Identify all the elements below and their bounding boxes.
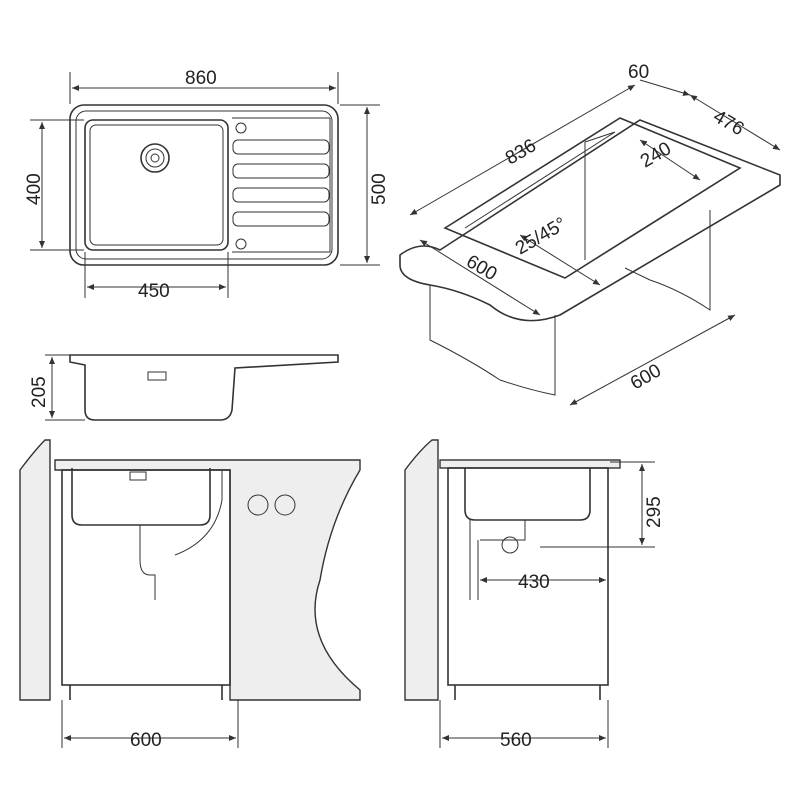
dim-600-depth: 600 xyxy=(627,360,665,394)
top-view: 860 400 500 450 xyxy=(24,68,390,302)
isometric-view: 836 60 476 240 25/45° 600 600 xyxy=(399,62,781,406)
dim-angle: 25/45° xyxy=(512,214,570,260)
side-view: 205 xyxy=(29,354,339,421)
dim-500: 500 xyxy=(369,173,390,205)
dim-560: 560 xyxy=(500,730,532,751)
overflow-hole xyxy=(235,238,247,250)
drain-icon xyxy=(140,143,170,173)
dim-600-cutout: 600 xyxy=(463,251,501,285)
dim-860: 860 xyxy=(185,68,217,89)
front-installation-view: 600 xyxy=(19,439,361,751)
dim-240: 240 xyxy=(637,138,675,172)
tap-hole xyxy=(235,122,247,134)
dim-60: 60 xyxy=(628,62,649,83)
dim-600-front: 600 xyxy=(130,730,162,751)
dim-400: 400 xyxy=(24,173,45,205)
dim-836: 836 xyxy=(502,135,540,169)
dim-476: 476 xyxy=(710,106,748,140)
dim-450: 450 xyxy=(138,281,170,302)
dim-205: 205 xyxy=(29,376,50,408)
dim-295: 295 xyxy=(644,496,665,528)
side-installation-view: 295 430 560 xyxy=(404,439,665,751)
dim-430: 430 xyxy=(518,572,550,593)
